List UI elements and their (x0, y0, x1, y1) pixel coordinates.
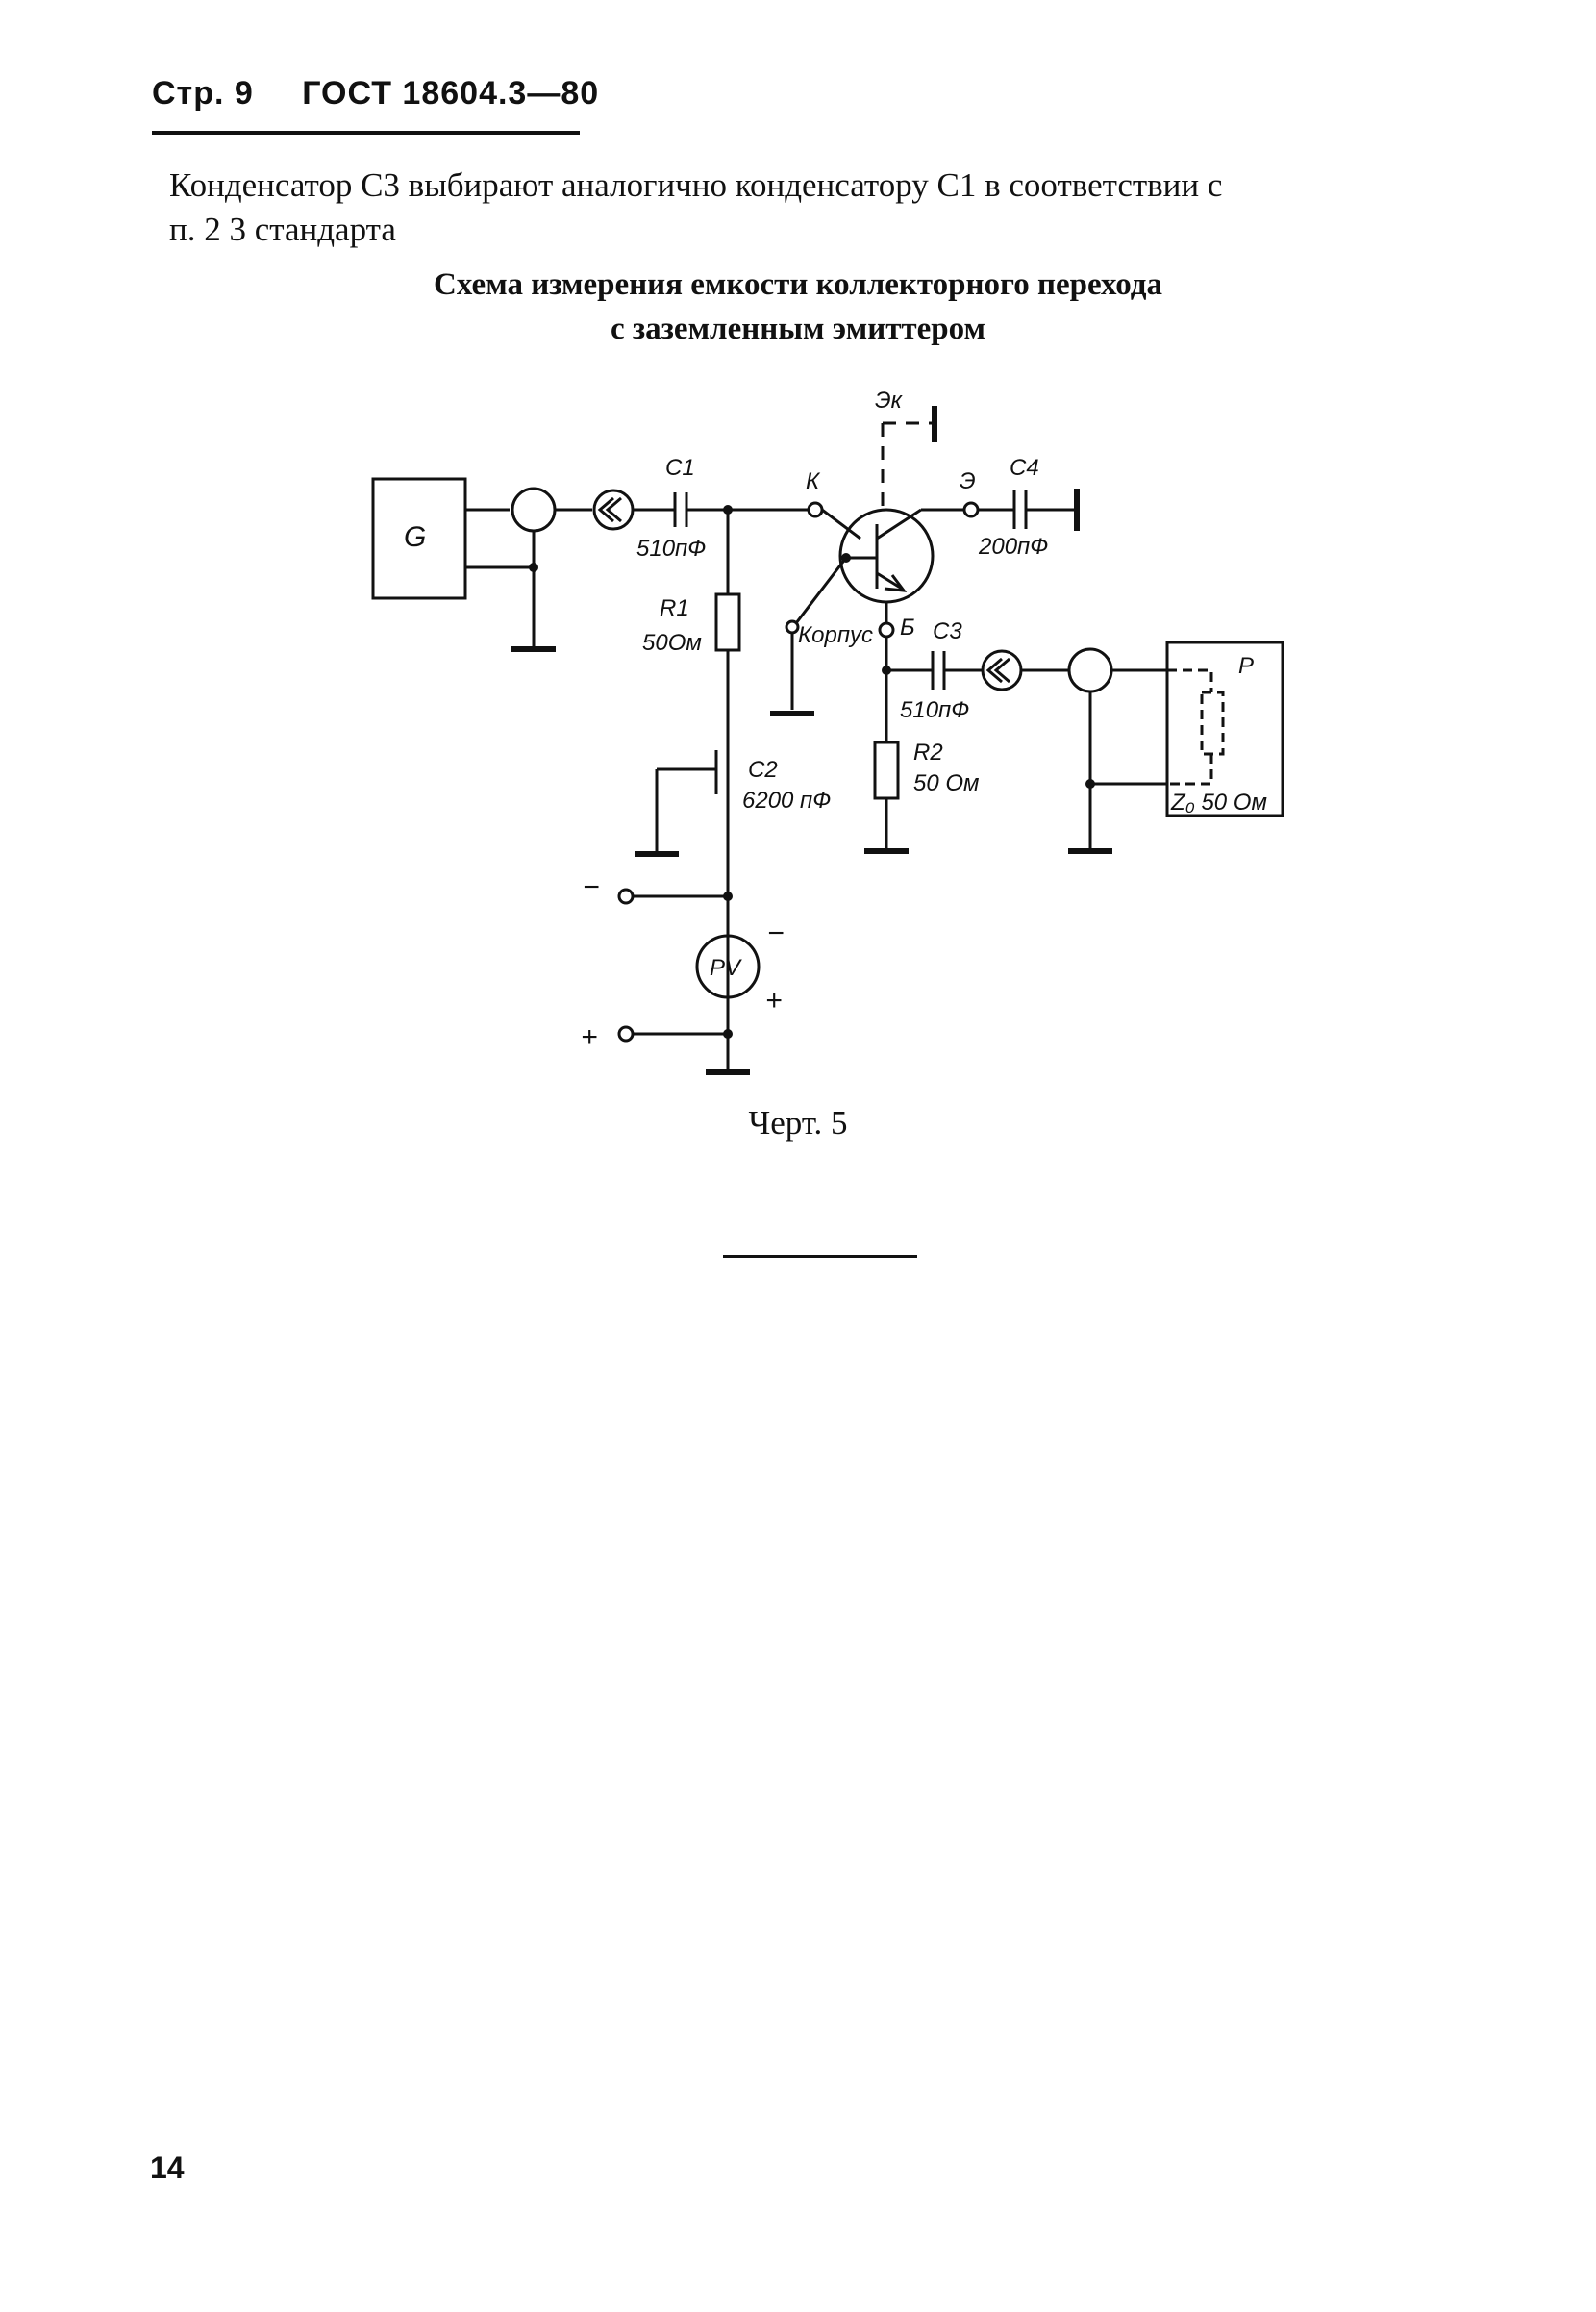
r1-value: 50Ом (642, 630, 702, 656)
pv-plus: + (765, 985, 783, 1017)
header-rule (152, 131, 580, 135)
c2-label: C2 (748, 757, 778, 783)
c1-value: 510пФ (636, 536, 706, 562)
c4-value: 200пФ (978, 534, 1048, 560)
minus-terminal-label: − (583, 871, 600, 903)
impedance-label: Z₀ 50 Ом (1170, 790, 1267, 816)
circuit-diagram: G C1 510пФ R1 50Ом C2 6200 пФ − PV − + +… (371, 388, 1284, 1075)
c4-label: C4 (1010, 455, 1039, 481)
standard-number: ГОСТ 18604.3—80 (302, 75, 600, 112)
c1-label: C1 (665, 455, 695, 481)
emitter-terminal (962, 501, 980, 518)
figure-caption: Черт. 5 (748, 1104, 848, 1142)
body-line-2: п. 2 3 стандарта (169, 211, 396, 248)
resistor-r1 (714, 592, 741, 652)
body-line-1: Конденсатор C3 выбирают аналогично конде… (169, 166, 1223, 204)
base-terminal (878, 621, 895, 639)
base-label: Б (900, 615, 915, 641)
page-label: Стр. 9 (152, 75, 254, 112)
end-rule (723, 1255, 917, 1258)
c3-value: 510пФ (900, 697, 969, 723)
figure-title-line-2: с заземленным эмиттером (611, 312, 985, 346)
resistor-r2 (873, 741, 900, 800)
pv-label: PV (710, 955, 742, 981)
c2-value: 6200 пФ (742, 788, 831, 814)
coax-connector-2 (1067, 647, 1113, 693)
voltmeter-pv (695, 934, 761, 999)
r2-value: 50 Ом (913, 770, 979, 796)
junction-dot (529, 563, 538, 572)
figure-title-line-1: Схема измерения емкости коллекторного пе… (434, 267, 1162, 302)
collector-terminal (807, 501, 824, 518)
collector-label: К (806, 468, 821, 494)
coax-connector-1 (511, 487, 557, 533)
page-header: Стр. 9 ГОСТ 18604.3—80 (152, 75, 599, 113)
plus-terminal-label: + (581, 1021, 598, 1053)
meter-label: P (1238, 653, 1254, 679)
c3-label: C3 (933, 618, 962, 644)
case-label: Корпус (798, 622, 873, 648)
generator-label: G (404, 521, 426, 553)
generator-box (371, 477, 467, 600)
emitter-label: Э (960, 468, 976, 494)
case-terminal (785, 619, 800, 635)
r1-label: R1 (660, 595, 689, 621)
r2-label: R2 (913, 740, 943, 766)
meter-box (1165, 641, 1284, 817)
emitter-k-label: Эк (875, 388, 904, 414)
pv-minus: − (767, 917, 785, 949)
page-number: 14 (150, 2150, 185, 2185)
